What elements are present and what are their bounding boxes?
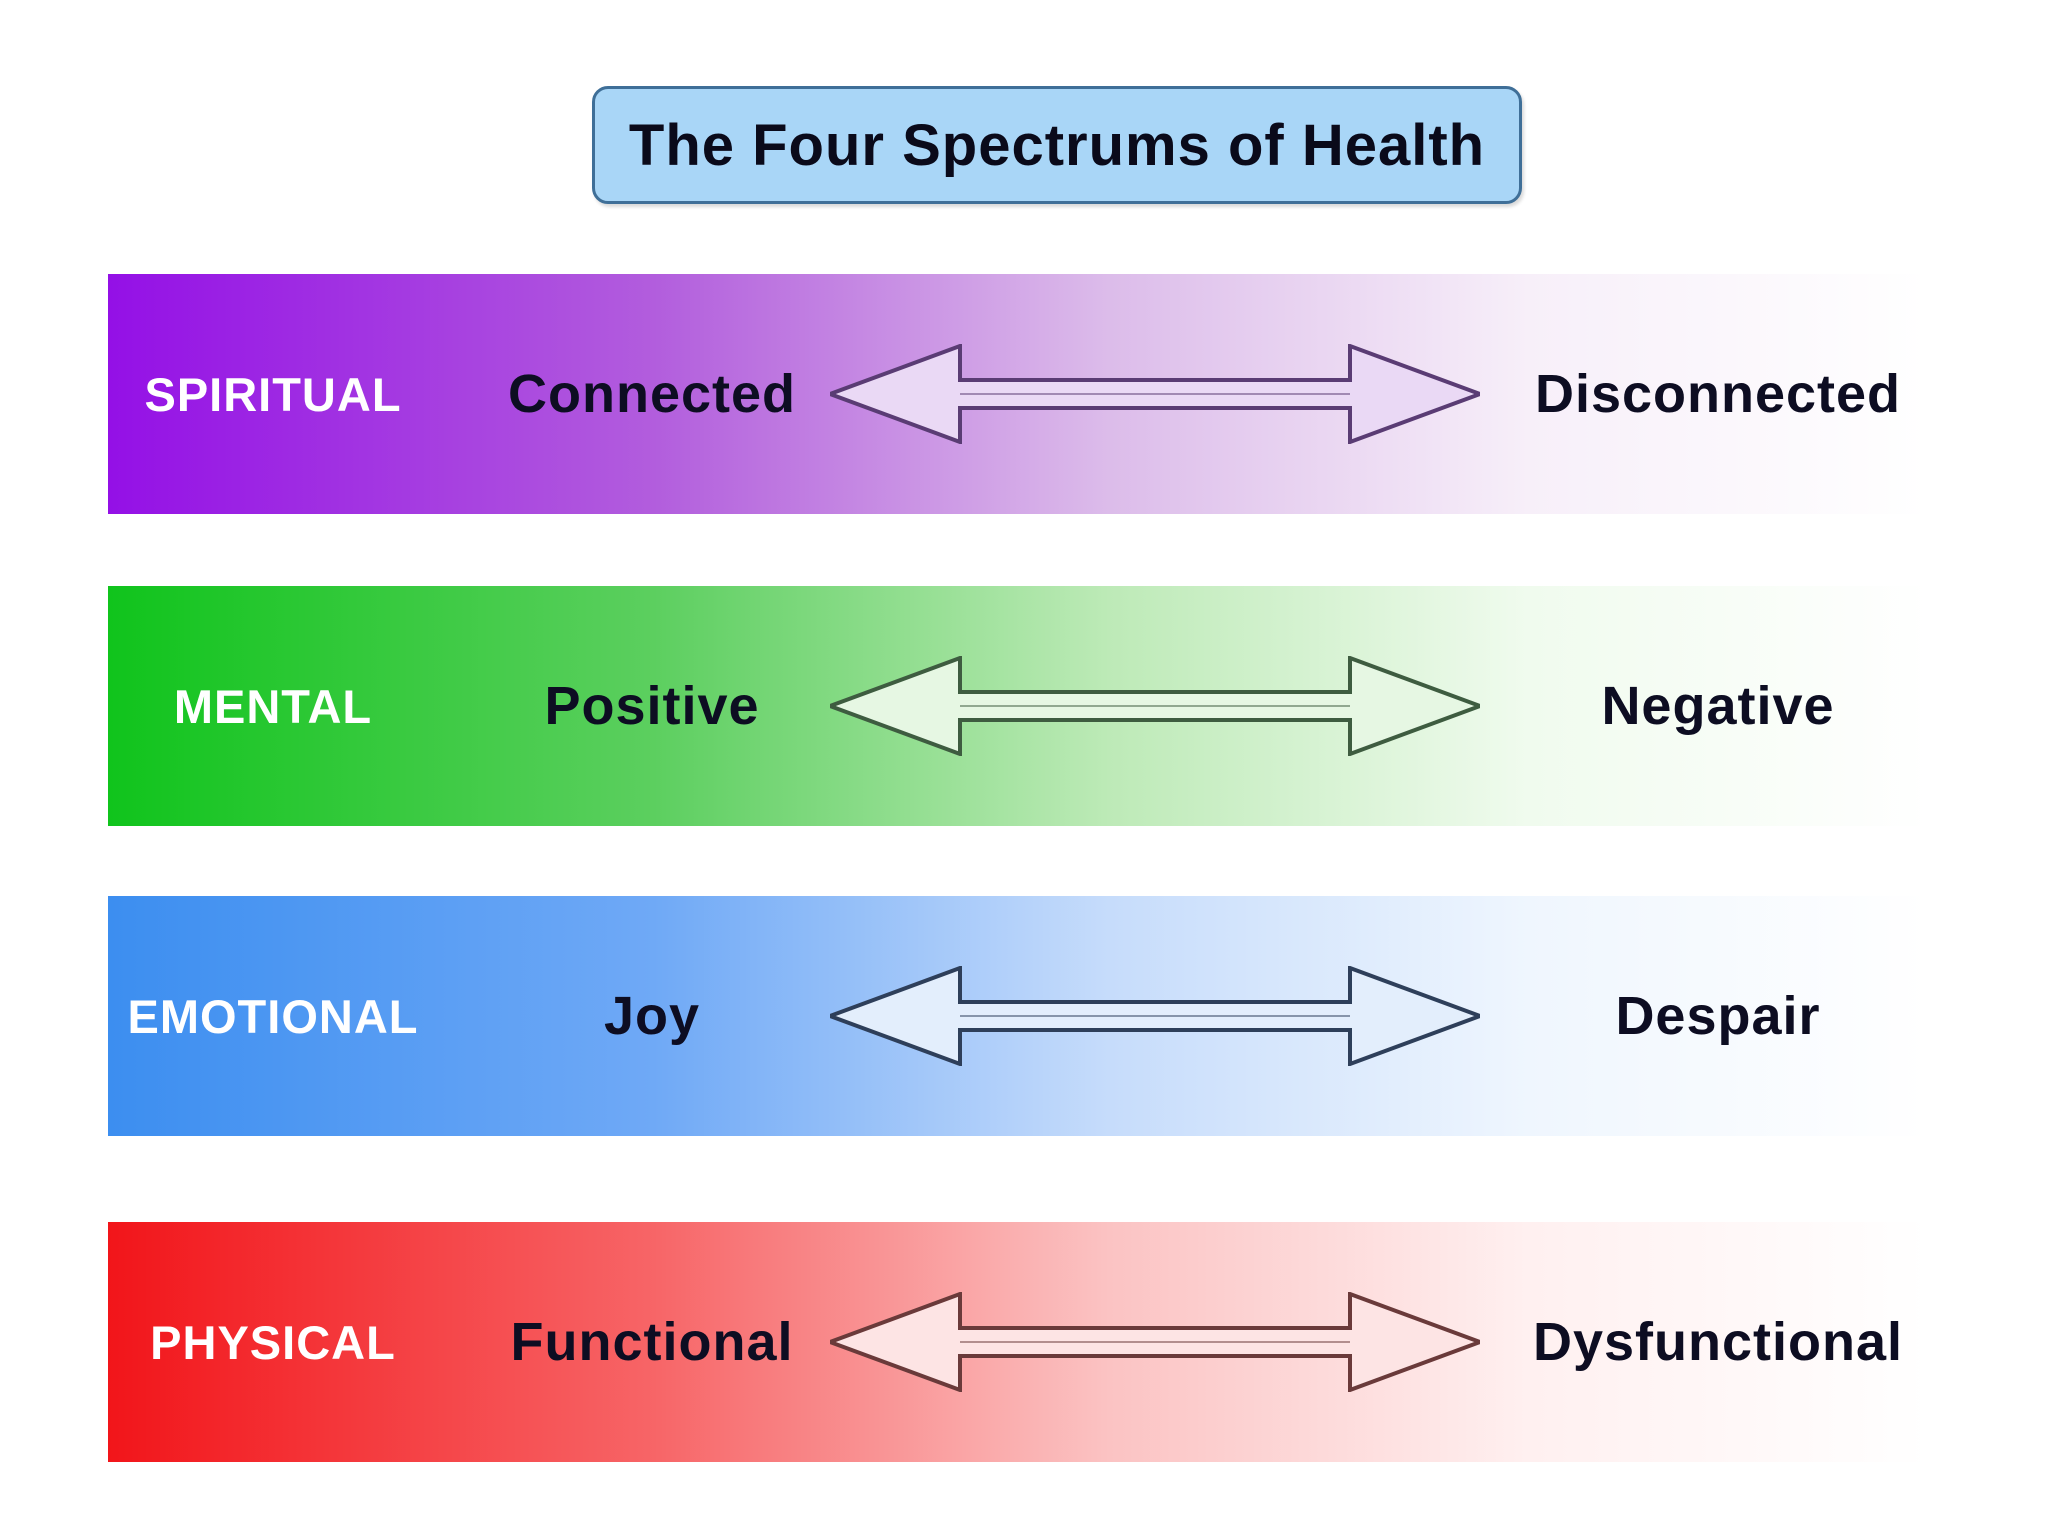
- double-arrow-icon: [830, 1292, 1480, 1392]
- spectrum-band-physical: PHYSICAL Functional Dysfunctional: [108, 1222, 1928, 1462]
- title-box: The Four Spectrums of Health: [592, 86, 1522, 204]
- band-label: PHYSICAL: [150, 1315, 396, 1369]
- band-left-term: Positive: [544, 676, 760, 736]
- band-label: SPIRITUAL: [144, 367, 402, 421]
- spectrum-band-emotional: EMOTIONAL Joy Despair: [108, 896, 1928, 1136]
- spectrum-band-mental: MENTAL Positive Negative: [108, 586, 1928, 826]
- band-label: MENTAL: [173, 679, 373, 733]
- band-label: EMOTIONAL: [127, 989, 419, 1043]
- page-title: The Four Spectrums of Health: [628, 112, 1486, 178]
- double-arrow-icon: [830, 344, 1480, 444]
- band-right-term: Despair: [1615, 986, 1821, 1046]
- band-left-term: Joy: [603, 986, 701, 1046]
- double-arrow-icon: [830, 656, 1480, 756]
- band-right-term: Disconnected: [1534, 364, 1902, 424]
- band-left-term: Connected: [507, 364, 797, 424]
- spectrum-band-spiritual: SPIRITUAL Connected Disconnected: [108, 274, 1928, 514]
- band-right-term: Negative: [1601, 676, 1835, 736]
- band-left-term: Functional: [510, 1312, 794, 1372]
- band-right-term: Dysfunctional: [1532, 1312, 1904, 1372]
- double-arrow-icon: [830, 966, 1480, 1066]
